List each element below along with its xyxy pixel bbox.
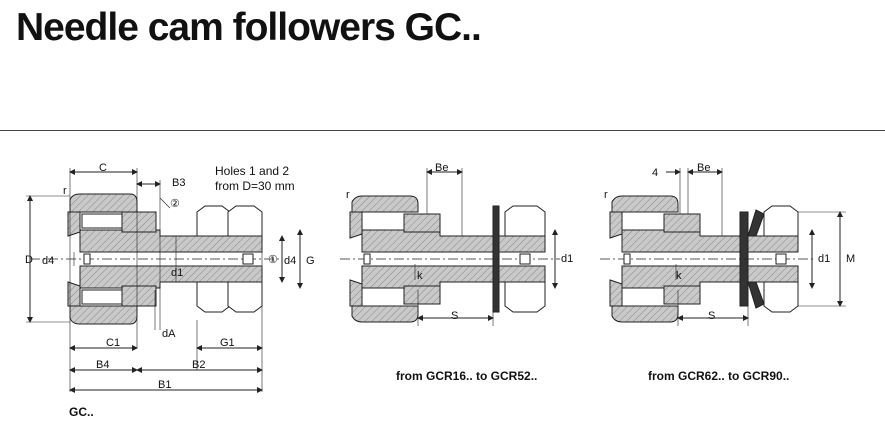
label-M: M (846, 253, 855, 265)
caption-gcr16-52: from GCR16.. to GCR52.. (396, 369, 538, 383)
label-G1: G1 (220, 337, 235, 349)
page-title: Needle cam followers GC.. (16, 6, 482, 49)
holes-note: Holes 1 and 2 from D=30 mm (215, 164, 295, 194)
holes-note-line2: from D=30 mm (215, 179, 295, 193)
label-4: 4 (652, 167, 658, 179)
holes-note-line1: Holes 1 and 2 (215, 164, 290, 178)
label-d4-left: d4 (42, 255, 54, 267)
drawing-gcr16-52 (340, 168, 560, 326)
label-k-right: k (676, 270, 682, 282)
caption-gcr62-90: from GCR62.. to GCR90.. (648, 369, 790, 383)
label-B2: B2 (192, 359, 205, 371)
label-d1-right: d1 (818, 253, 830, 265)
drawing-gcr62-90 (600, 168, 846, 326)
caption-gc: GC.. (69, 405, 94, 419)
drawing-gc (26, 168, 303, 393)
label-B4: B4 (96, 359, 109, 371)
label-circle2: ② (170, 198, 180, 210)
label-r-mid: r (346, 189, 350, 201)
divider (0, 130, 885, 131)
label-d1: d1 (171, 267, 183, 279)
labels-gc: C B3 r ② D d4 d1 ① d4 G dA C1 G1 B4 B2 B… (25, 162, 315, 391)
label-G: G (306, 255, 315, 267)
label-r: r (63, 185, 67, 197)
label-Be-mid: Be (435, 162, 448, 174)
label-B3: B3 (172, 177, 185, 189)
labels-gcr62-90: r 4 Be k S d1 M (604, 162, 855, 322)
label-C: C (99, 162, 107, 174)
label-d4-right: d4 (284, 255, 296, 267)
label-S-right: S (708, 310, 715, 322)
label-k-mid: k (417, 270, 423, 282)
label-S-mid: S (451, 310, 458, 322)
label-r-right: r (604, 189, 608, 201)
label-d1-mid: d1 (561, 253, 573, 265)
label-C1: C1 (106, 337, 120, 349)
label-Be-right: Be (697, 162, 710, 174)
labels-gcr16-52: r Be k S d1 (346, 162, 573, 322)
label-B1: B1 (158, 379, 171, 391)
label-circle1: ① (268, 254, 278, 266)
label-D: D (25, 254, 33, 266)
label-dA: dA (162, 328, 176, 340)
